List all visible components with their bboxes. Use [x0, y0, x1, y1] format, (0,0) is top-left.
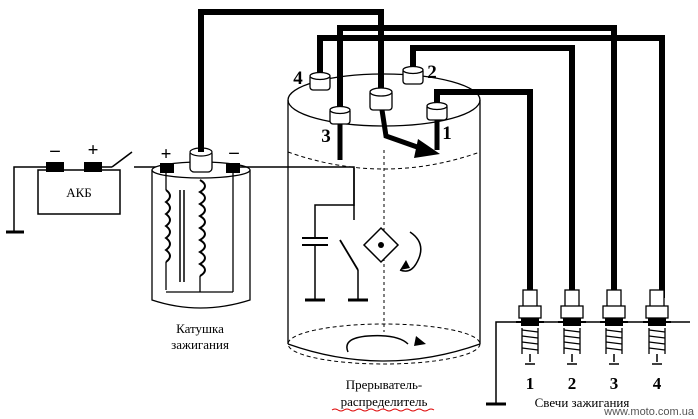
- distributor-label-line2: распределитель: [341, 394, 428, 409]
- capacitor-wire: [314, 204, 354, 238]
- hv-lead-1: [434, 89, 533, 298]
- battery-ground: [6, 166, 46, 234]
- plugs-ground: [486, 321, 690, 406]
- coil-terminal-minus: [226, 163, 240, 173]
- battery-label: АКБ: [66, 185, 92, 200]
- coil-secondary-winding: [198, 179, 206, 277]
- battery-terminal-plus: [84, 162, 102, 172]
- spark-plugs-label: Свечи зажигания: [535, 395, 630, 410]
- battery-body: [37, 169, 121, 215]
- spark-plug-2: [558, 289, 586, 365]
- battery-minus-sign: –: [49, 140, 60, 161]
- coil-terminal-plus: [160, 163, 174, 173]
- coil-plus-sign: +: [161, 144, 172, 165]
- breaker-contact: [339, 239, 359, 271]
- rotation-arrow-cam: [399, 231, 422, 272]
- rotor-arrow: [379, 109, 440, 158]
- battery: АКБ – +: [37, 140, 121, 215]
- spark-plug-1: [516, 289, 544, 365]
- coil-minus-sign: –: [228, 142, 239, 163]
- hv-lead-3: [337, 25, 617, 298]
- terminal-label-1: 1: [442, 123, 452, 144]
- spark-plug-4: [643, 289, 671, 365]
- plug-number-1: 1: [526, 374, 535, 393]
- hv-lead-coil: [198, 9, 384, 152]
- hv-lead-2: [410, 45, 575, 298]
- coil-label-line2: зажигания: [171, 337, 229, 352]
- battery-plus-sign: +: [88, 140, 99, 161]
- ignition-coil: + – Катушка зажигания: [151, 142, 251, 352]
- spark-plugs: [516, 289, 671, 365]
- plug-number-2: 2: [568, 374, 577, 393]
- plug-number-4: 4: [653, 374, 662, 393]
- coil-label-line1: Катушка: [176, 321, 224, 336]
- spellcheck-underline: [331, 408, 435, 412]
- hv-leads: [198, 9, 665, 298]
- ignition-switch: [102, 151, 165, 168]
- coil-primary-winding: [164, 189, 171, 263]
- cap-terminals: [309, 65, 448, 125]
- distributor: Прерыватель- распределитель: [240, 73, 481, 412]
- rotation-arrow-bottom: [346, 334, 409, 353]
- terminal-label-4: 4: [293, 68, 303, 89]
- hv-lead-4: [317, 35, 665, 298]
- terminal-label-2: 2: [427, 62, 437, 83]
- distributor-label-line1: Прерыватель-: [346, 377, 423, 392]
- spark-plug-3: [600, 289, 628, 365]
- battery-terminal-minus: [46, 162, 64, 172]
- plug-number-3: 3: [610, 374, 619, 393]
- watermark: www.moto.com.ua: [603, 406, 695, 418]
- terminal-label-3: 3: [321, 126, 331, 147]
